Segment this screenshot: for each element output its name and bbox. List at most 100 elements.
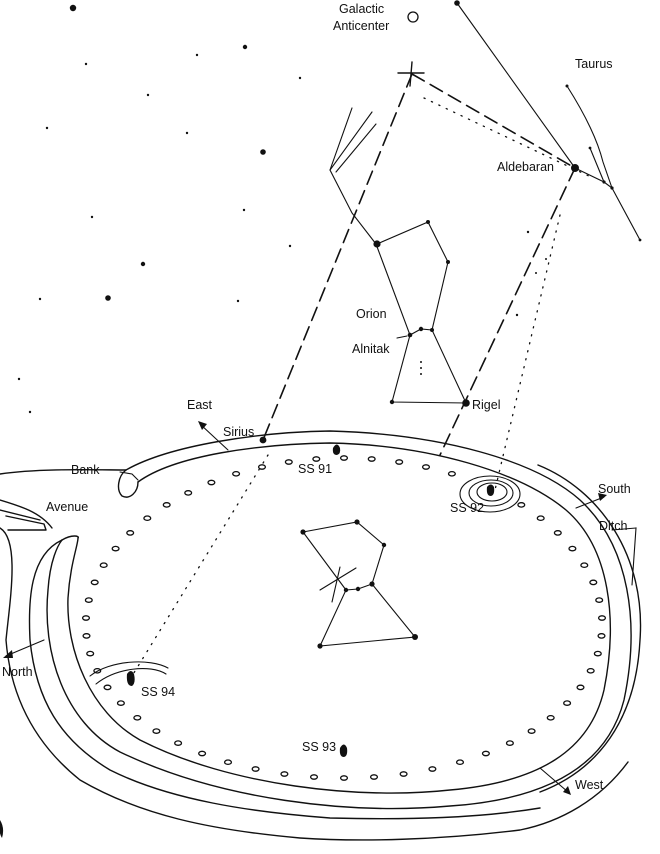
aubrey-hole [595, 597, 604, 603]
aubrey-hole [162, 502, 171, 508]
background-star [84, 62, 88, 66]
ditch-terminal [61, 535, 79, 541]
taurus-line [574, 167, 641, 241]
aubrey-hole [103, 684, 112, 691]
label-ss93: SS 93 [302, 740, 336, 754]
sirius-star [259, 436, 267, 444]
aubrey-hole [126, 530, 135, 536]
ss94-arc [89, 661, 169, 677]
aubrey-hole [309, 774, 319, 780]
ground-star [300, 529, 306, 535]
aubrey-hole [586, 667, 595, 674]
aubrey-hole [84, 597, 93, 603]
label-north: North [2, 665, 33, 679]
background-star [90, 215, 94, 219]
east-arrow [199, 423, 229, 451]
background-star [242, 208, 246, 212]
south-arrow [575, 496, 605, 509]
west-arrowhead [563, 786, 571, 795]
bank-terminal [117, 469, 139, 498]
orion-star [446, 260, 450, 264]
label-anticenter: Anticenter [333, 19, 389, 33]
sirius-alignment-line [262, 73, 413, 441]
aubrey-hole [597, 633, 606, 639]
orion-sword-star [420, 373, 422, 375]
orion-sword-star [420, 367, 422, 369]
aubrey-hole [339, 455, 349, 461]
station-stone-91 [332, 444, 341, 455]
cross-marker-lines [397, 61, 425, 87]
orion-sky-constellation [329, 107, 470, 407]
aubrey-hole [536, 515, 545, 522]
bellatrix-star [426, 220, 430, 224]
station-stone-94 [126, 671, 135, 686]
aubrey-hole [580, 562, 589, 569]
aubrey-hole [81, 615, 91, 621]
label-avenue: Avenue [46, 500, 88, 514]
ground-star [355, 586, 361, 592]
avenue-edge [0, 468, 127, 475]
label-sirius: Sirius [223, 425, 254, 439]
aubrey-hole [82, 633, 91, 639]
aubrey-hole [517, 502, 526, 508]
taurus-line [566, 85, 613, 189]
background-star [260, 149, 266, 155]
taurus-star [565, 84, 569, 88]
background-star [38, 297, 42, 301]
aubrey-hole [399, 771, 408, 777]
label-south: South [598, 482, 631, 496]
cross-marker [397, 61, 425, 87]
background-star [28, 410, 32, 414]
ground-star [317, 643, 323, 649]
ground-star [354, 519, 360, 525]
mintaka-star [430, 328, 434, 332]
station-stone-93 [339, 744, 348, 757]
aubrey-hole [284, 459, 293, 465]
mound-ring [476, 482, 508, 502]
aubrey-hole [546, 714, 555, 721]
aubrey-hole [505, 740, 514, 746]
aubrey-hole [232, 470, 241, 477]
label-aldebaran: Aldebaran [497, 160, 554, 174]
background-star [526, 230, 530, 234]
orion-ground-projection [300, 519, 418, 649]
label-east: East [187, 398, 213, 412]
ss94-arc [95, 668, 167, 685]
taurus-star [610, 186, 614, 190]
label-west: West [575, 778, 604, 792]
labels: Galactic Anticenter Taurus Aldebaran Ori… [2, 2, 631, 792]
orion-arm [335, 123, 377, 173]
mound-ring [468, 479, 514, 507]
aubrey-hole [455, 759, 465, 766]
earthwork [0, 430, 642, 841]
south-arrowhead [598, 493, 607, 501]
aubrey-hole [86, 650, 95, 657]
background-star [185, 131, 189, 135]
aubrey-hole [428, 766, 437, 772]
aubrey-hole [116, 700, 125, 706]
aubrey-hole [568, 545, 577, 552]
ground-star [343, 587, 349, 593]
orion-club [329, 111, 377, 245]
ditch-outer-edge [537, 464, 642, 793]
aubrey-hole [90, 579, 99, 586]
avenue-edge [0, 499, 53, 529]
label-alnitak: Alnitak [352, 342, 390, 356]
outer-ditch-edge [0, 527, 629, 841]
aubrey-hole [198, 750, 207, 757]
aubrey-hole [576, 684, 585, 691]
aubrey-hole [367, 456, 376, 462]
orion-arm [329, 107, 353, 171]
alnitak-pointer [396, 335, 408, 339]
aubrey-hole [207, 479, 216, 486]
background-stars [0, 0, 547, 838]
saiph-star [389, 399, 395, 405]
background-star [105, 295, 111, 301]
taurus-star [588, 146, 592, 150]
aubrey-hole [553, 530, 562, 536]
aubrey-hole [369, 774, 379, 780]
orion-outline [375, 221, 467, 404]
background-star [236, 299, 240, 303]
aubrey-hole [593, 650, 602, 657]
